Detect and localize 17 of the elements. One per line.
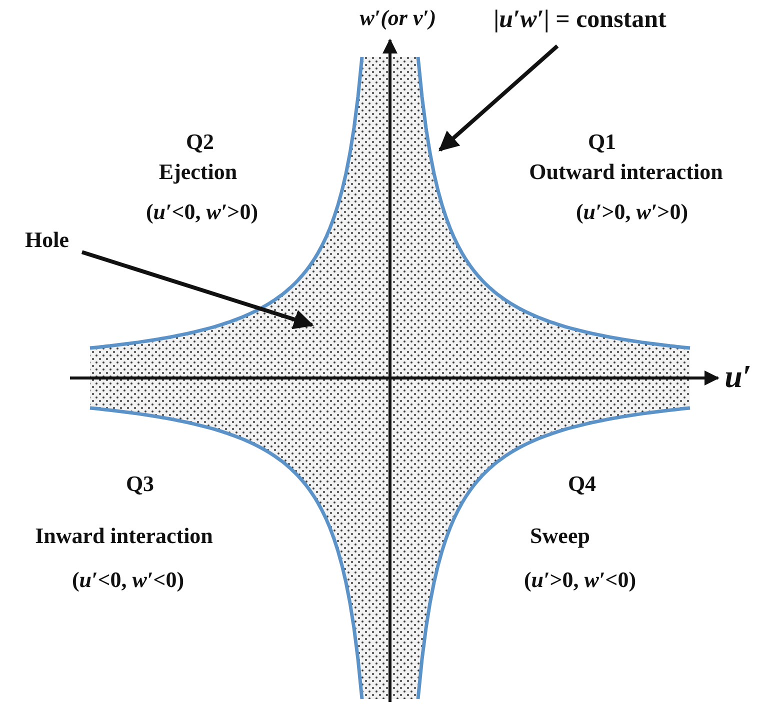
quadrant-label: Sweep [530,522,590,550]
quadrant-label: (u′>0, w′<0) [524,566,636,594]
callout-label: Hole [12,226,82,256]
quadrant-label: (u′<0, w′>0) [146,198,258,226]
quadrant-label: (u′>0, w′>0) [576,198,688,226]
quadrant-label: Q3 [126,470,154,498]
quadrant-label: Q4 [568,470,596,498]
axis-label: w′(or v′) [360,4,436,32]
quadrant-label: Q1 [588,128,616,156]
quadrant-label: Ejection [158,158,238,186]
quadrant-label: Inward interaction [35,522,213,550]
quadrant-label: Outward interaction [529,158,723,186]
quadrant-label: Q2 [186,128,214,156]
arrow [81,250,314,330]
arrow [438,44,559,152]
axis-label: u′ [724,358,752,394]
quadrant-label: (u′<0, w′<0) [72,566,184,594]
